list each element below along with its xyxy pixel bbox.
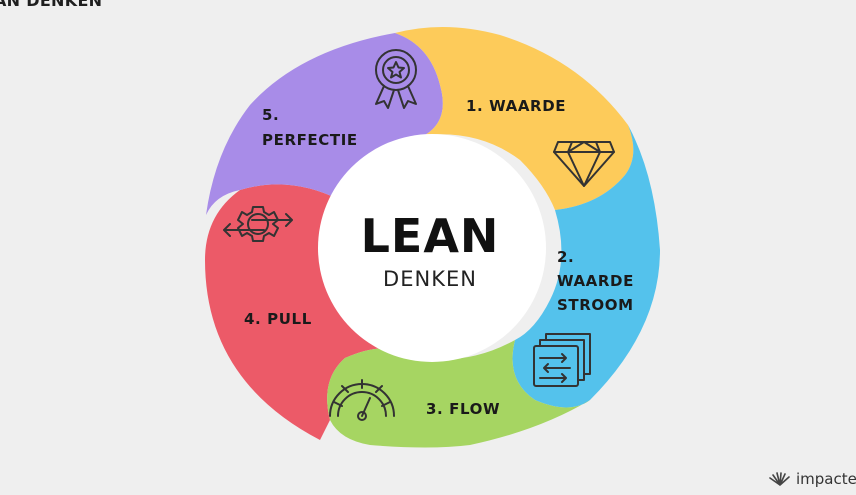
speedometer-icon	[329, 379, 395, 421]
label-waarde-stroom-line1: WAARDE	[557, 272, 634, 290]
gear-arrows-icon	[223, 206, 293, 242]
center-title: LEAN	[361, 209, 500, 263]
label-flow: 3. FLOW	[426, 400, 500, 418]
label-perfectie-line1: PERFECTIE	[262, 131, 358, 149]
segment-flow	[327, 340, 590, 448]
label-pull: 4. PULL	[244, 310, 312, 328]
segment-waarde-stroom	[512, 125, 660, 408]
label-waarde-stroom-number: 2.	[557, 248, 574, 266]
center-subtitle: DENKEN	[383, 267, 477, 291]
label-perfectie-number: 5.	[262, 106, 279, 124]
diamond-icon	[553, 141, 615, 187]
center-disc	[318, 134, 546, 362]
impact-logo-icon	[769, 472, 790, 486]
documents-flow-icon	[533, 333, 591, 387]
page-title: AN DENKEN	[0, 0, 103, 10]
label-waarde: 1. WAARDE	[466, 97, 566, 115]
award-badge-icon	[375, 49, 417, 109]
segment-pull	[205, 184, 390, 440]
brand-name: impacte	[796, 470, 856, 488]
label-waarde-stroom-line2: STROOM	[557, 296, 634, 314]
brand-logo: impacte	[768, 470, 856, 488]
segment-perfectie	[206, 33, 443, 215]
